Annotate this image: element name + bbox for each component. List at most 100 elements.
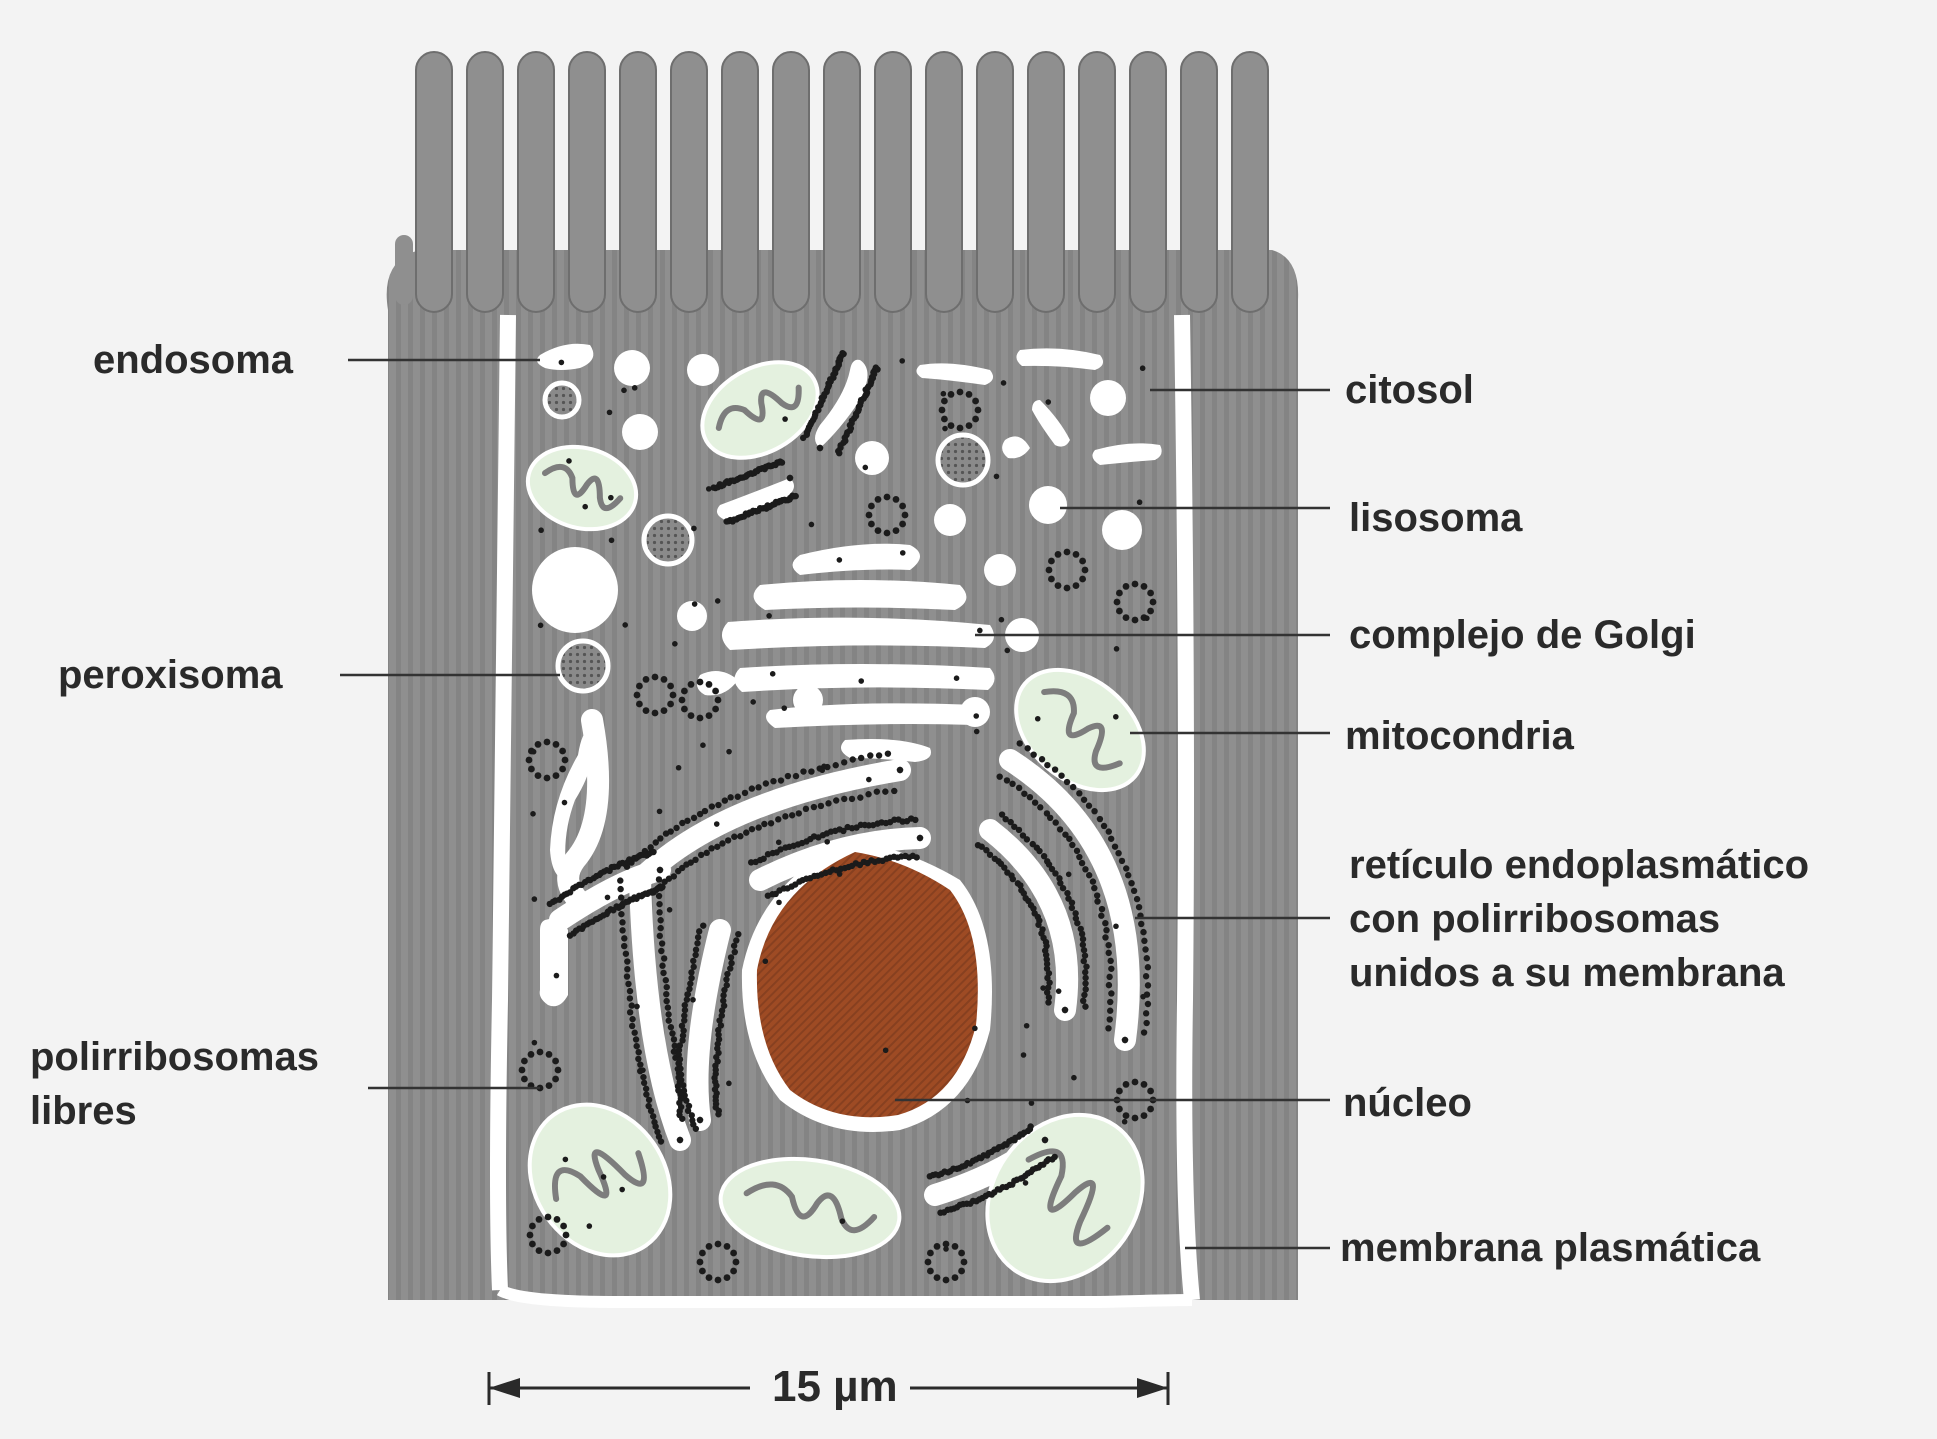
ribosome bbox=[657, 835, 663, 841]
ribosome bbox=[650, 1113, 656, 1119]
ribosome bbox=[825, 800, 831, 806]
polyribosome bbox=[535, 772, 542, 779]
ribosome bbox=[1115, 850, 1121, 856]
ribosome bbox=[690, 997, 696, 1003]
ribosome bbox=[559, 360, 565, 366]
ribosome bbox=[833, 762, 839, 768]
ribosome bbox=[1080, 936, 1086, 942]
ribosome bbox=[1021, 1052, 1027, 1058]
ribosome bbox=[719, 840, 725, 846]
ribosome bbox=[728, 954, 734, 960]
ribosome bbox=[532, 1040, 538, 1046]
polyribosome bbox=[1150, 599, 1157, 606]
ribosome bbox=[714, 821, 720, 827]
ribosome bbox=[693, 1126, 699, 1132]
ribosome bbox=[726, 749, 732, 755]
polyribosome bbox=[636, 701, 643, 708]
polyribosome bbox=[1116, 1106, 1123, 1113]
ribosome bbox=[657, 917, 663, 923]
ribosome bbox=[891, 788, 897, 794]
polyribosome bbox=[1123, 614, 1130, 621]
ribosome bbox=[656, 893, 662, 899]
ribosome bbox=[1081, 947, 1087, 953]
ribosome bbox=[1057, 826, 1063, 832]
ribosome bbox=[554, 973, 560, 979]
ribosome bbox=[665, 1011, 671, 1017]
ribosome bbox=[1032, 799, 1038, 805]
polyribosome bbox=[706, 1274, 713, 1281]
microvillus bbox=[416, 52, 452, 312]
ribosome bbox=[761, 821, 767, 827]
polyribosome bbox=[1132, 581, 1139, 588]
ribosome bbox=[691, 526, 697, 532]
ribosome bbox=[1035, 716, 1041, 722]
polyribosome bbox=[724, 1243, 731, 1250]
ribosome bbox=[1066, 836, 1072, 842]
ribosome bbox=[1097, 816, 1103, 822]
ribosome bbox=[624, 973, 630, 979]
ribosome bbox=[857, 794, 863, 800]
ribosome bbox=[1064, 779, 1070, 785]
ribosome bbox=[722, 797, 728, 803]
ribosome bbox=[673, 825, 679, 831]
ribosome bbox=[743, 829, 749, 835]
ribosome bbox=[663, 991, 669, 997]
polyribosome bbox=[681, 688, 688, 695]
ribosome bbox=[1027, 1123, 1033, 1129]
polyribosome bbox=[927, 1250, 934, 1257]
ribosome bbox=[1076, 790, 1082, 796]
ribosome bbox=[1083, 986, 1089, 992]
ribosome bbox=[669, 1030, 675, 1036]
polyribosome bbox=[1064, 549, 1071, 556]
ribosome bbox=[532, 896, 538, 902]
ribosome bbox=[679, 1116, 685, 1122]
ribosome bbox=[629, 1016, 635, 1022]
polyribosome bbox=[688, 712, 695, 719]
ribosome bbox=[715, 598, 721, 604]
polyribosome bbox=[875, 527, 882, 534]
ribosome bbox=[688, 969, 694, 975]
polyribosome bbox=[1141, 1081, 1148, 1088]
ribosome bbox=[1141, 938, 1147, 944]
polyribosome bbox=[697, 679, 704, 686]
ribosome bbox=[619, 1187, 625, 1193]
ribosome bbox=[750, 699, 756, 705]
polyribosome bbox=[941, 416, 948, 423]
ribosome bbox=[706, 486, 712, 492]
polyribosome bbox=[535, 741, 542, 748]
peroxisome bbox=[938, 435, 988, 485]
polyribosome bbox=[712, 706, 719, 713]
ribosome bbox=[1142, 946, 1148, 952]
ribosome bbox=[698, 852, 704, 858]
ribosome bbox=[1134, 896, 1140, 902]
golgi-cisterna bbox=[722, 618, 994, 650]
ribosome bbox=[1069, 842, 1075, 848]
ribosome bbox=[776, 839, 782, 845]
ribosome bbox=[727, 965, 733, 971]
polyribosome bbox=[1114, 599, 1121, 606]
polyribosome bbox=[661, 707, 668, 714]
ribosome bbox=[1039, 756, 1045, 762]
ribosome bbox=[623, 951, 629, 957]
label-peroxisoma: peroxisoma bbox=[58, 648, 283, 702]
ribosome bbox=[621, 943, 627, 949]
polyribosome bbox=[1116, 590, 1123, 597]
ribosome bbox=[700, 742, 706, 748]
ribosome bbox=[1128, 880, 1134, 886]
polyribosome bbox=[545, 1214, 552, 1221]
ribosome bbox=[617, 877, 623, 883]
label-polirribosomas-line2: libres bbox=[30, 1084, 319, 1138]
ribosome bbox=[1101, 823, 1107, 829]
ribosome bbox=[836, 450, 842, 456]
ribosome bbox=[1113, 714, 1119, 720]
lysosome bbox=[855, 441, 889, 475]
ribosome bbox=[632, 385, 638, 391]
ribosome bbox=[1102, 934, 1108, 940]
ribosome bbox=[977, 628, 983, 634]
polyribosome bbox=[559, 748, 566, 755]
ribosome bbox=[668, 1024, 674, 1030]
ribosome bbox=[660, 970, 666, 976]
polyribosome bbox=[661, 676, 668, 683]
ribosome bbox=[648, 1108, 654, 1114]
ribosome bbox=[787, 475, 793, 481]
